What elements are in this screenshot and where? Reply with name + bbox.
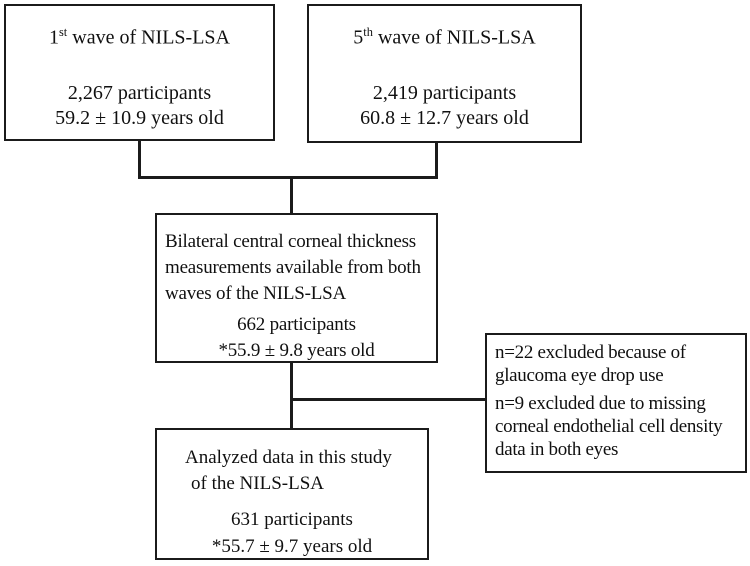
combined-participants: 662 participants: [237, 314, 356, 335]
exclusion-item-line: data in both eyes: [495, 439, 619, 460]
combined-description: Bilateral central corneal thickness meas…: [165, 229, 432, 307]
connector-exclusion-branch: [292, 398, 487, 401]
wave1-stats: 2,267 participants 59.2 ± 10.9 years old: [6, 81, 273, 131]
analyzed-participants: 631 participants: [231, 509, 353, 530]
combined-description-line: Bilateral central corneal thickness: [165, 231, 416, 252]
wave5-age: 60.8 ± 12.7 years old: [360, 106, 529, 129]
exclusion-item-missing-data: n=9 excluded due to missing corneal endo…: [495, 392, 743, 461]
combined-description-line: waves of the NILS-LSA: [165, 283, 347, 304]
connector-combined-to-analyzed: [290, 361, 293, 430]
wave1-title: 1st wave of NILS-LSA: [6, 20, 273, 51]
box-combined-measurements: Bilateral central corneal thickness meas…: [155, 213, 438, 363]
wave5-title-superscript: th: [363, 25, 373, 39]
box-wave5: 5th wave of NILS-LSA 2,419 participants …: [307, 4, 582, 143]
analyzed-description: Analyzed data in this study of the NILS-…: [185, 445, 427, 497]
combined-stats: 662 participants *55.9 ± 9.8 years old: [157, 312, 436, 364]
wave5-title-text: wave of NILS-LSA: [372, 26, 536, 49]
analyzed-stats: 631 participants *55.7 ± 9.7 years old: [157, 506, 427, 560]
wave5-title-number: 5: [353, 26, 364, 49]
exclusion-item-glaucoma: n=22 excluded because of glaucoma eye dr…: [495, 341, 743, 387]
analyzed-description-line: of the NILS-LSA: [191, 473, 324, 494]
connector-wave1-down: [138, 139, 141, 179]
wave1-age: 59.2 ± 10.9 years old: [55, 106, 224, 129]
exclusion-item-line: n=9 excluded due to missing: [495, 393, 706, 414]
connector-merge-horizontal: [138, 176, 438, 179]
wave5-title: 5th wave of NILS-LSA: [309, 20, 580, 51]
wave1-title-text: wave of NILS-LSA: [67, 26, 230, 49]
connector-wave5-down: [435, 141, 438, 179]
combined-description-line: measurements available from both: [165, 257, 421, 278]
wave1-participants: 2,267 participants: [67, 81, 212, 104]
combined-age: *55.9 ± 9.8 years old: [218, 340, 375, 361]
box-wave1: 1st wave of NILS-LSA 2,267 participants …: [4, 4, 275, 141]
exclusion-item-line: n=22 excluded because of: [495, 342, 686, 363]
exclusion-item-line: corneal endothelial cell density: [495, 416, 723, 437]
box-exclusions: n=22 excluded because of glaucoma eye dr…: [485, 333, 747, 473]
wave5-stats: 2,419 participants 60.8 ± 12.7 years old: [309, 81, 580, 131]
analyzed-age: *55.7 ± 9.7 years old: [211, 536, 373, 557]
exclusion-item-line: glaucoma eye drop use: [495, 365, 664, 386]
box-analyzed-data: Analyzed data in this study of the NILS-…: [155, 428, 429, 560]
wave1-title-number: 1: [48, 26, 59, 49]
wave5-participants: 2,419 participants: [372, 81, 517, 104]
wave1-title-superscript: st: [58, 25, 68, 39]
analyzed-description-line: Analyzed data in this study: [185, 447, 392, 468]
connector-merge-down: [290, 178, 293, 215]
